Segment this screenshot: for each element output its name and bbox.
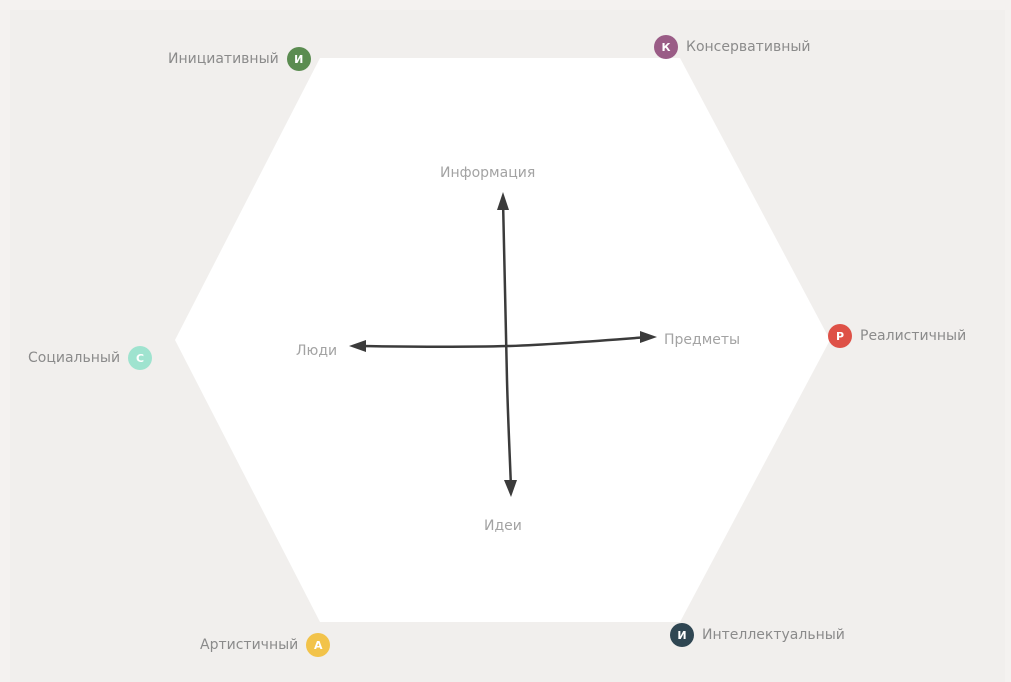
axis-label-information: Информация bbox=[440, 165, 536, 181]
type-label: Артистичный bbox=[200, 637, 299, 653]
type-badge: Р bbox=[828, 324, 852, 348]
axis-label-people: Люди bbox=[296, 343, 338, 359]
axis-label-objects: Предметы bbox=[664, 332, 741, 348]
type-label: Социальный bbox=[28, 350, 121, 366]
type-label: Реалистичный bbox=[860, 328, 967, 344]
type-intellectual: И Интеллектуальный bbox=[670, 623, 845, 647]
type-badge: К bbox=[654, 35, 678, 59]
left-arrowhead bbox=[349, 340, 366, 352]
type-label: Интеллектуальный bbox=[702, 627, 845, 643]
down-arrowhead bbox=[504, 480, 517, 497]
type-conservative: К Консервативный bbox=[654, 35, 811, 59]
type-social: Социальный С bbox=[28, 346, 153, 370]
type-badge: С bbox=[128, 346, 153, 370]
type-initiative: Инициативный И bbox=[168, 47, 311, 71]
type-label: Консервативный bbox=[686, 39, 811, 55]
type-badge: И bbox=[286, 47, 311, 71]
type-badge: А bbox=[306, 633, 331, 657]
type-badge: И bbox=[670, 623, 694, 647]
type-realistic: Р Реалистичный bbox=[828, 324, 966, 348]
horizontal-axis-arrow bbox=[356, 335, 650, 348]
up-arrowhead bbox=[497, 192, 509, 210]
type-artistic: Артистичный А bbox=[200, 633, 331, 657]
vertical-axis-arrow bbox=[501, 198, 513, 490]
right-arrowhead bbox=[640, 331, 657, 343]
axis-label-ideas: Идеи bbox=[484, 518, 522, 534]
type-label: Инициативный bbox=[168, 51, 279, 67]
